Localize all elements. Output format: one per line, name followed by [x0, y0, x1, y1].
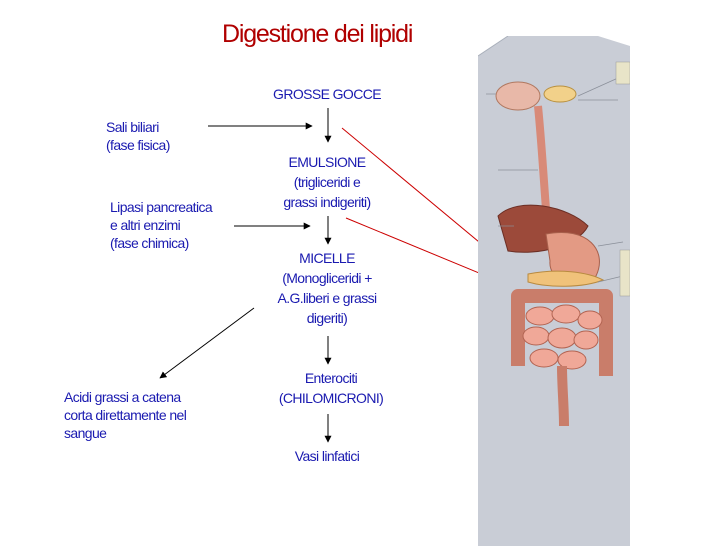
node-vasi-linfatici: Vasi linfatici	[294, 448, 360, 464]
digestive-system-illustration	[478, 36, 630, 546]
note-sali-biliari: Sali biliari (fase fisica)	[106, 119, 170, 153]
small-intestine	[522, 304, 603, 370]
node-grosse-gocce: GROSSE GOCCE	[273, 86, 382, 102]
pancreas	[527, 270, 605, 287]
arrow-acidi-grassi	[159, 307, 255, 379]
large-intestine	[511, 289, 613, 376]
note-acidi-grassi: Acidi grassi a catena corta direttamente…	[64, 389, 187, 441]
node-emulsione: EMULSIONE (trigliceridi e grassi indiger…	[283, 154, 371, 210]
rectum	[557, 365, 569, 427]
page-title: Digestione dei lipidi	[222, 20, 413, 48]
node-micelle: MICELLE (Monogliceridi + A.G.liberi e gr…	[277, 250, 377, 326]
mouth-area	[495, 81, 541, 111]
node-enterociti: Enterociti (CHILOMICRONI)	[278, 370, 384, 406]
note-lipasi: Lipasi pancreatica e altri enzimi (fase …	[110, 199, 213, 251]
